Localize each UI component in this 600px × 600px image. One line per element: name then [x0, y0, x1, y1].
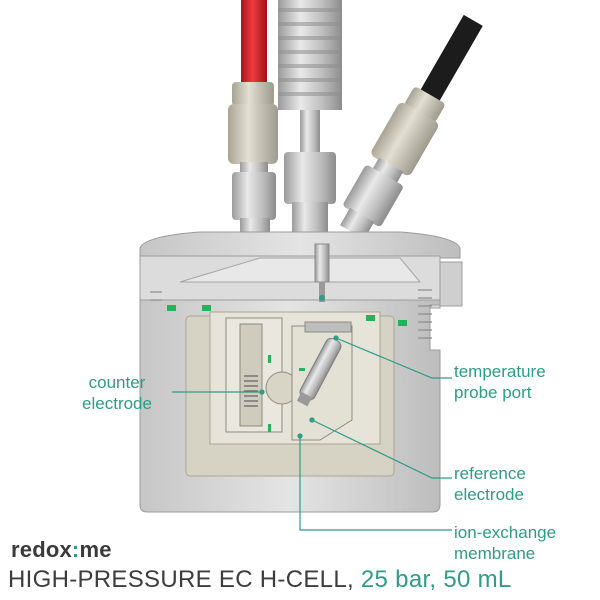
red-cable-fitting: [228, 0, 278, 248]
counter-electrode-chamber: [225, 317, 299, 433]
ion-exchange-membrane-label: ion-exchange membrane: [454, 523, 557, 563]
temperature-probe-fitting: [278, 0, 342, 246]
reference-electrode-label: reference electrode: [454, 464, 526, 504]
black-cable-fitting: [340, 14, 483, 240]
brand-logo: redox:me: [11, 537, 112, 562]
probe-rod: [314, 243, 330, 283]
product-title: HIGH-PRESSURE EC H-CELL, 25 bar, 50 mL: [8, 566, 512, 593]
product-spec: 25 bar, 50 mL: [360, 566, 512, 593]
o-rings: [167, 305, 407, 432]
cell-lid: [139, 231, 461, 259]
leader-lines: [172, 335, 452, 531]
temperature-probe-port-label: temperature probe port: [454, 362, 546, 402]
counter-electrode-label: counter electrode: [82, 373, 152, 413]
